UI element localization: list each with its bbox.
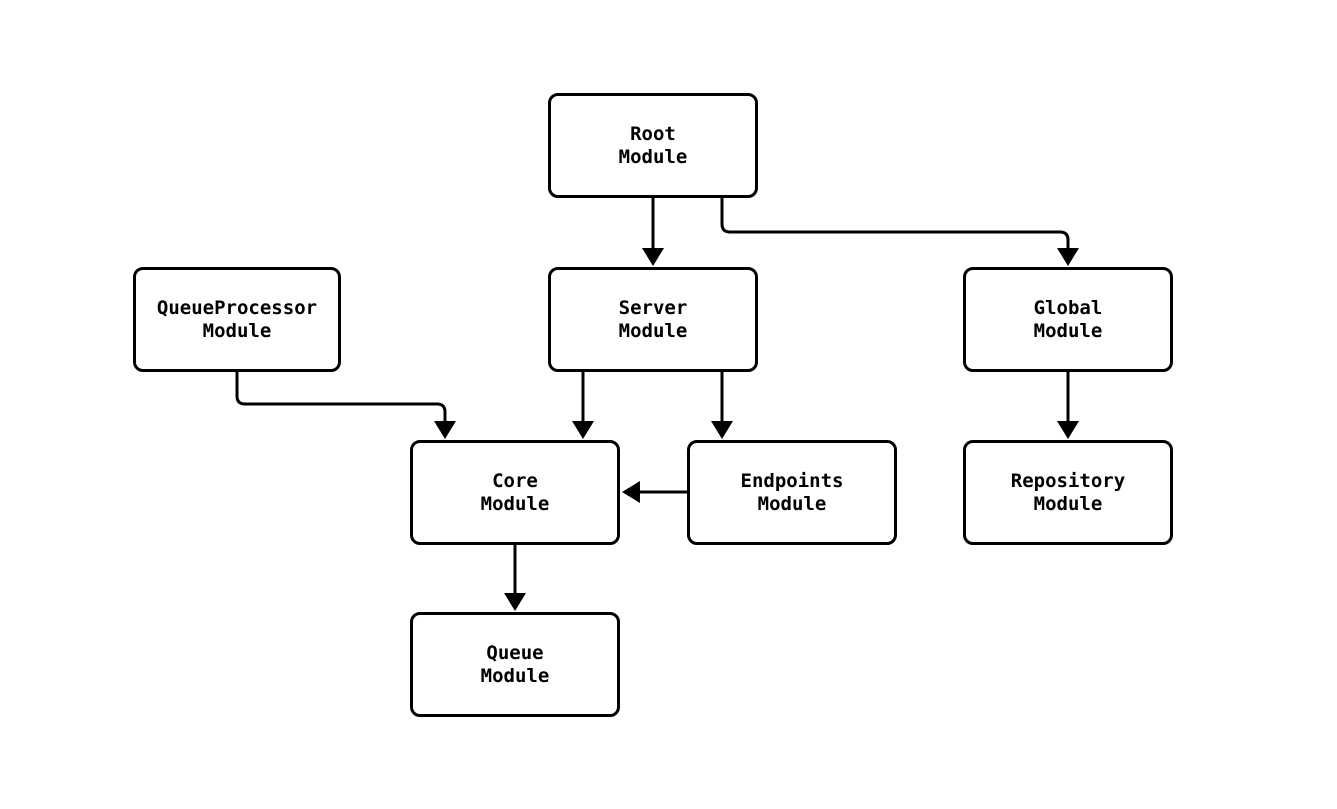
- arrowhead-global-to-repository: [1057, 421, 1079, 439]
- arrowhead-core-to-queue: [504, 593, 526, 611]
- node-label: Queue: [486, 641, 544, 664]
- node-root-module: Root Module: [548, 93, 758, 198]
- arrowhead-queueprocessor-to-core: [434, 421, 456, 439]
- arrowhead-root-to-global: [1057, 248, 1079, 266]
- node-endpoints-module: Endpoints Module: [687, 440, 897, 545]
- node-label: Endpoints: [740, 469, 844, 492]
- node-label: Module: [480, 492, 550, 515]
- node-label: Root: [630, 122, 676, 145]
- node-label: Global: [1033, 296, 1103, 319]
- arrowhead-root-to-server: [642, 248, 664, 266]
- node-label: Module: [202, 319, 272, 342]
- arrowhead-server-to-core: [572, 421, 594, 439]
- arrowhead-server-to-endpoints: [711, 421, 733, 439]
- node-queue-module: Queue Module: [410, 612, 620, 717]
- edge-queueprocessor-to-core: [235, 372, 447, 423]
- node-global-module: Global Module: [963, 267, 1173, 372]
- node-label: Module: [618, 319, 688, 342]
- node-label: Module: [618, 145, 688, 168]
- node-label: Repository: [1010, 469, 1126, 492]
- node-label: Module: [480, 664, 550, 687]
- node-server-module: Server Module: [548, 267, 758, 372]
- node-label: Module: [1033, 319, 1103, 342]
- node-label: QueueProcessor: [156, 296, 318, 319]
- node-label: Module: [1033, 492, 1103, 515]
- node-label: Module: [757, 492, 827, 515]
- node-label: Server: [618, 296, 688, 319]
- node-repository-module: Repository Module: [963, 440, 1173, 545]
- edge-root-to-global: [720, 198, 1070, 250]
- node-core-module: Core Module: [410, 440, 620, 545]
- node-queueprocessor-module: QueueProcessor Module: [133, 267, 341, 372]
- arrowhead-endpoints-to-core: [622, 481, 640, 503]
- node-label: Core: [492, 469, 538, 492]
